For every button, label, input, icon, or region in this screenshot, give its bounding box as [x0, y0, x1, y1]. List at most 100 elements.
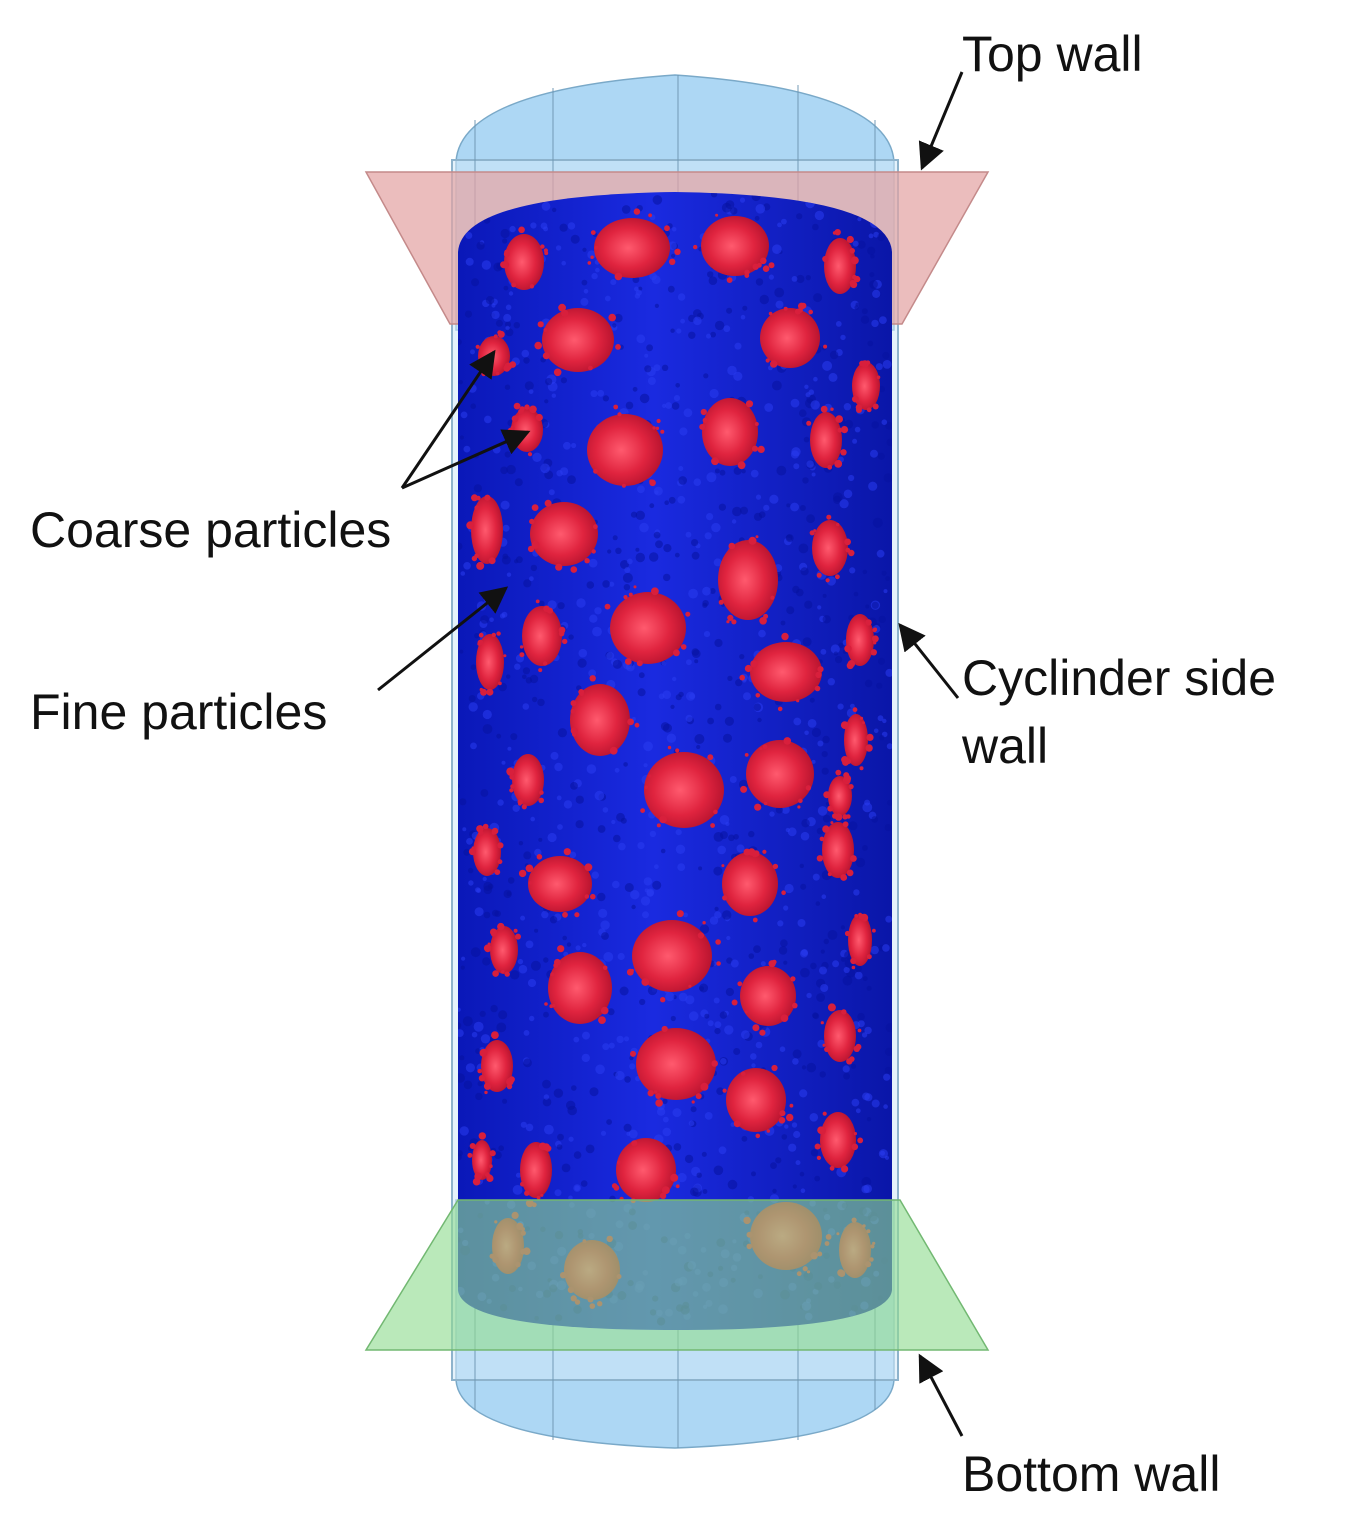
fine-particle	[684, 1154, 694, 1164]
coarse-fragment	[846, 869, 854, 877]
fine-particle	[649, 503, 655, 509]
fine-particle	[662, 1116, 669, 1123]
fine-particle	[458, 1022, 462, 1029]
fine-particle	[520, 915, 526, 921]
coarse-fragment	[557, 945, 565, 953]
coarse-fragment	[715, 939, 721, 945]
coarse-fragment	[728, 542, 736, 550]
fine-particle	[508, 291, 514, 296]
fine-particle	[760, 961, 766, 967]
fine-particle	[547, 832, 557, 843]
coarse-fragment	[630, 1050, 636, 1057]
fine-particle	[603, 952, 614, 962]
fine-particle	[632, 386, 638, 392]
coarse-fragment	[751, 445, 759, 452]
coarse-fragment	[494, 869, 501, 875]
coarse-fragment	[535, 413, 543, 422]
fine-particle	[804, 384, 809, 389]
coarse-fragment	[608, 313, 616, 322]
coarse-fragment	[857, 1028, 862, 1033]
fine-particle	[630, 511, 638, 518]
fine-particle	[862, 569, 868, 575]
fine-particle	[853, 889, 860, 896]
fine-particle	[875, 363, 883, 371]
fine-particle	[781, 218, 787, 225]
fine-particle	[876, 682, 883, 689]
fine-particle	[816, 827, 824, 835]
fine-particle	[735, 679, 743, 687]
fine-particle	[675, 829, 682, 836]
coarse-fragment	[570, 727, 578, 735]
fine-particle	[490, 1004, 498, 1013]
fine-particle	[606, 1119, 612, 1125]
fine-particle	[724, 716, 735, 726]
fine-particle	[607, 1008, 615, 1016]
coarse-fragment	[563, 848, 571, 856]
fine-particle	[795, 1160, 801, 1166]
coarse-fragment	[549, 1004, 554, 1009]
fine-particle	[758, 629, 766, 638]
fine-particle	[594, 607, 602, 615]
fine-particle	[666, 733, 677, 743]
fine-particle	[630, 890, 640, 900]
fine-particle	[461, 956, 466, 961]
fine-particle	[575, 820, 584, 829]
coarse-fragment	[757, 445, 765, 453]
coarse-fragment	[621, 483, 626, 488]
coarse-fragment	[744, 664, 753, 673]
coarse-fragment	[832, 813, 838, 819]
fine-particle	[733, 371, 743, 381]
coarse-fragment	[519, 652, 525, 658]
fine-particle	[538, 837, 543, 842]
coarse-fragment	[546, 607, 554, 614]
fine-particle	[838, 642, 844, 648]
coarse-fragment	[656, 823, 661, 828]
coarse-fragment	[750, 660, 758, 668]
fine-particle	[636, 334, 646, 344]
coarse-fragment	[726, 620, 730, 624]
fine-particle	[523, 851, 532, 860]
coarse-fragment	[614, 272, 623, 281]
fine-particle	[506, 572, 512, 577]
fine-particle	[840, 334, 846, 341]
fine-particle	[821, 751, 828, 758]
fine-particle	[608, 1042, 615, 1049]
fine-particle	[495, 319, 503, 327]
coarse-fragment	[718, 599, 724, 605]
fine-particle	[670, 328, 675, 333]
fine-particle	[622, 572, 633, 583]
fine-particle	[883, 1073, 891, 1081]
fine-particle	[474, 907, 484, 917]
fine-particle	[662, 690, 672, 699]
coarse-fragment	[739, 674, 745, 681]
coarse-particle	[746, 740, 814, 808]
fine-particle	[706, 333, 711, 339]
fine-particle	[470, 664, 477, 670]
fine-particle	[615, 547, 622, 554]
fine-particle	[643, 741, 653, 752]
fine-particle	[710, 331, 716, 338]
coarse-fragment	[493, 334, 498, 339]
coarse-particle	[750, 642, 822, 702]
fine-particle	[665, 402, 672, 409]
fine-particle	[860, 315, 870, 324]
coarse-fragment	[544, 499, 552, 507]
fine-particle	[741, 1135, 748, 1142]
coarse-particle	[548, 952, 612, 1024]
fine-particle	[463, 445, 471, 453]
coarse-fragment	[497, 922, 505, 931]
coarse-fragment	[680, 644, 687, 650]
fine-particle	[714, 320, 725, 331]
coarse-fragment	[830, 821, 834, 825]
fine-particle	[541, 201, 551, 211]
fine-particle	[861, 308, 868, 315]
fine-particle	[852, 240, 859, 247]
fine-particle	[769, 811, 775, 817]
fine-particle	[678, 691, 684, 698]
coarse-fragment	[664, 225, 670, 232]
coarse-fragment	[748, 536, 757, 545]
fine-particle	[523, 579, 532, 588]
coarse-fragment	[589, 675, 596, 682]
fine-particle	[463, 848, 471, 856]
